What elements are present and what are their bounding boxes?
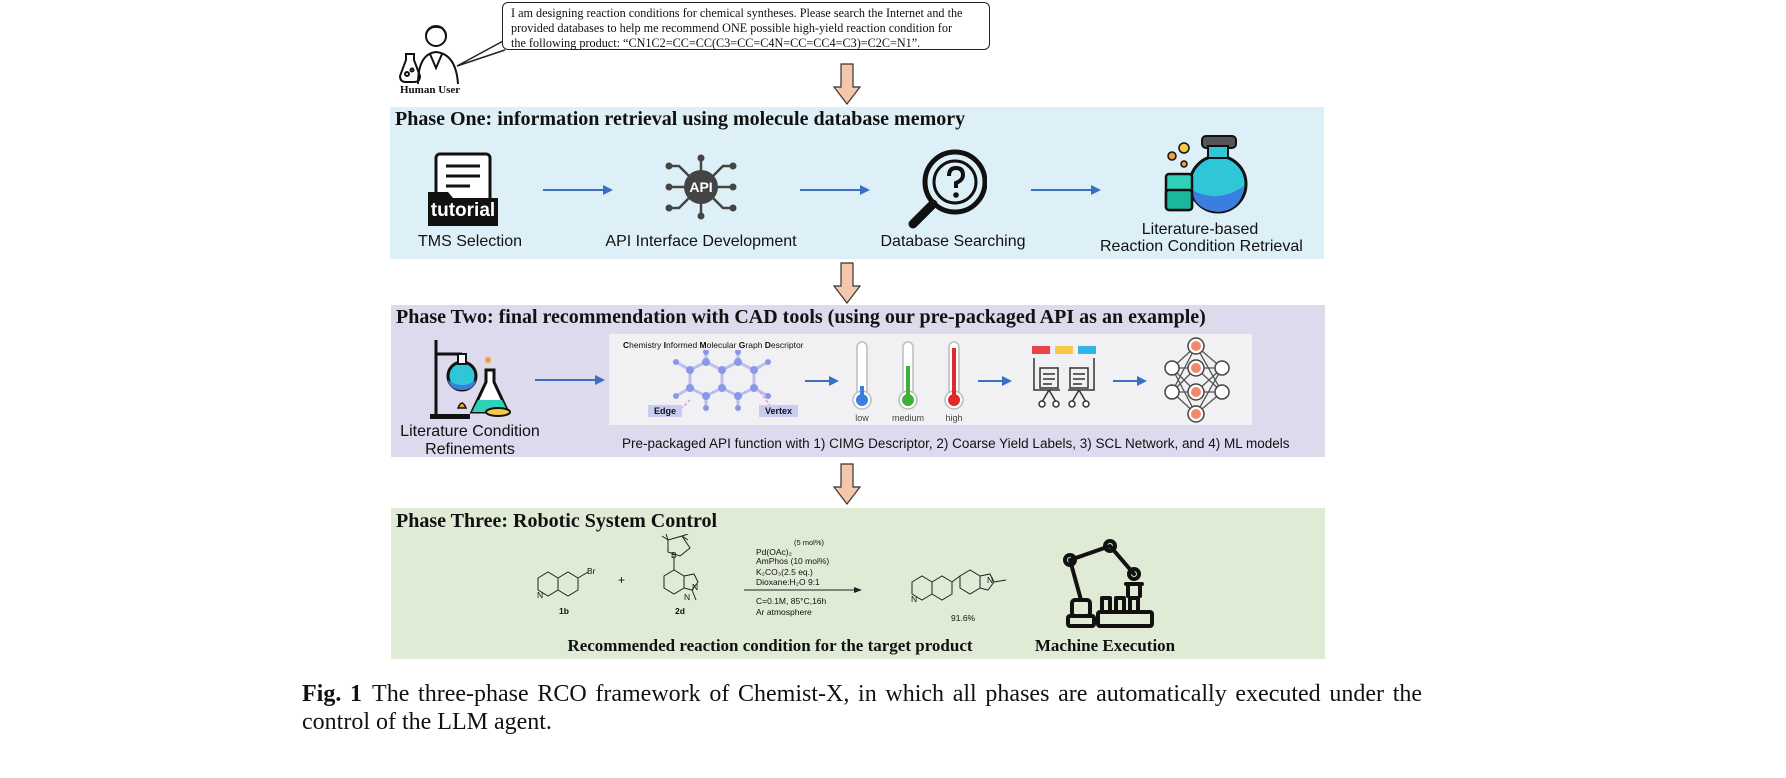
user-prompt-line: provided databases to help me recommend … <box>511 21 952 35</box>
thermometer-medium-icon <box>898 341 918 410</box>
down-arrow-1 <box>833 63 861 105</box>
flow-arrow <box>805 376 839 386</box>
cimg-word: nformed <box>666 340 700 350</box>
human-user-icon <box>398 25 459 85</box>
quinoline-n-atom: N <box>537 590 544 600</box>
reactant-2d-structure <box>661 534 699 601</box>
step-database-searching: Database Searching <box>880 233 1026 250</box>
cimg-descriptor-title: Chemistry Informed Molecular Graph Descr… <box>623 340 804 350</box>
plus-sign: + <box>618 573 626 587</box>
reactant-2d-label: 2d <box>675 606 685 616</box>
user-prompt-bubble: I am designing reaction conditions for c… <box>502 2 990 50</box>
flow-arrow <box>978 376 1012 386</box>
robot-arm-icon <box>1063 539 1154 628</box>
tutorial-folder-icon <box>428 152 498 226</box>
thermometer-high-label: high <box>945 413 963 423</box>
vertex-label: Vertex <box>759 405 799 417</box>
recommended-condition-label: Recommended reaction condition for the t… <box>567 636 973 655</box>
cimg-word: olecular <box>706 340 739 350</box>
product-yield: 91.6% <box>951 613 976 623</box>
user-prompt-line: I am designing reaction conditions for c… <box>511 6 963 20</box>
api-function-caption: Pre-packaged API function with 1) CIMG D… <box>622 436 1290 451</box>
cimg-initial: I <box>663 340 666 350</box>
boron-atom: B <box>671 550 677 560</box>
down-arrow-3 <box>833 463 861 505</box>
product-n-atom: N <box>987 575 994 585</box>
cimg-initial: C <box>623 340 630 350</box>
step-tms-selection: TMS Selection <box>417 233 523 250</box>
human-user-label: Human User <box>400 84 461 96</box>
cimg-word: escriptor <box>770 340 804 350</box>
user-prompt-line: the following product: “CN1C2=CC=CC(C3=C… <box>511 36 921 50</box>
api-icon <box>665 154 737 220</box>
step-literature-retrieval-line1: Literature-based <box>1141 221 1259 238</box>
down-arrow-2 <box>833 262 861 304</box>
phase-three-title: Phase Three: Robotic System Control <box>396 510 718 532</box>
condition-solvent: Dioxane:H₂O 9:1 <box>756 577 820 587</box>
condition-catalyst-loading: (5 mol%) <box>794 538 825 547</box>
refinement-label-line2: Refinements <box>425 441 515 458</box>
refinement-label-line1: Literature Condition <box>400 423 540 440</box>
magnifier-question-icon <box>908 149 987 229</box>
step-literature-retrieval-line2: Reaction Condition Retrieval <box>1100 238 1303 255</box>
tutorial-icon-text: tutorial <box>430 200 496 221</box>
machine-execution-label: Machine Execution <box>1034 636 1176 655</box>
flow-arrow <box>535 375 605 385</box>
speech-tail <box>456 39 506 67</box>
phase-one-title: Phase One: information retrieval using m… <box>395 108 966 130</box>
flow-arrow <box>543 185 613 195</box>
condition-atmosphere: Ar atmosphere <box>756 607 812 617</box>
phase-three-panel <box>391 508 1325 659</box>
scl-network-icon <box>1032 346 1096 408</box>
condition-ligand: AmPhos (10 mol%) <box>756 556 830 566</box>
thermometer-low-label: low <box>855 413 869 423</box>
indazole-n-atom: N <box>692 582 699 592</box>
cimg-initial: G <box>738 340 746 350</box>
condition-catalyst: Pd(OAc)₂ <box>756 547 792 557</box>
api-icon-text: API <box>689 179 713 195</box>
molecular-graph <box>673 350 773 411</box>
bromine-atom: Br <box>587 566 596 576</box>
cimg-panel <box>609 334 1252 425</box>
cimg-initial: D <box>764 340 771 350</box>
cimg-initial: M <box>699 340 707 350</box>
lab-equipment-icon <box>430 340 511 419</box>
thermometer-low-icon <box>852 341 872 410</box>
condition-base: K₂CO₃(2.5 eq.) <box>756 567 813 577</box>
cimg-word: raph <box>745 340 765 350</box>
flow-arrow <box>1113 376 1147 386</box>
product-n-atom: N <box>911 594 918 604</box>
figure-caption-text: The three-phase RCO framework of Chemist… <box>302 681 1423 735</box>
edge-label: Edge <box>648 405 683 417</box>
phase-two-title: Phase Two: final recommendation with CAD… <box>396 306 1206 328</box>
reaction-arrow <box>744 587 862 593</box>
indazole-n-atom: N <box>684 592 691 602</box>
reactant-1b-structure <box>537 571 589 597</box>
flow-arrow <box>800 185 870 195</box>
thermometer-medium-label: medium <box>891 413 924 423</box>
reactant-1b-label: 1b <box>559 606 569 616</box>
product-structure <box>911 569 1007 601</box>
neural-network-icon <box>1164 337 1230 423</box>
condition-temperature: C=0.1M, 85°C,16h <box>756 596 827 606</box>
flow-arrow <box>1031 185 1101 195</box>
thermometer-high-icon <box>944 341 964 410</box>
cimg-word: hemistry <box>629 340 664 350</box>
chemistry-flask-icon <box>1164 135 1248 214</box>
step-api-interface: API Interface Development <box>605 233 797 250</box>
figure-number: Fig. 1 <box>302 681 363 707</box>
